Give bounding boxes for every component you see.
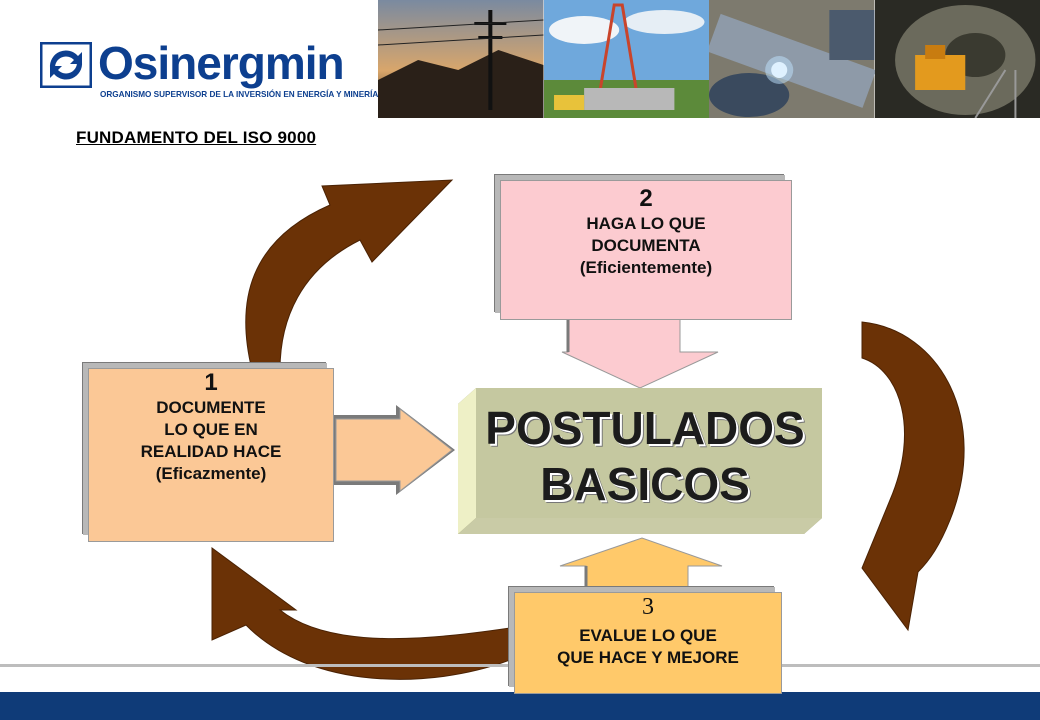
- center-title: POSTULADOS BASICOS: [475, 400, 815, 512]
- arrow-step3-to-center: [559, 537, 723, 595]
- step-3-box: 3 EVALUE LO QUE QUE HACE Y MEJORE: [514, 592, 782, 694]
- step-1-number: 1: [204, 369, 218, 396]
- osinergmin-logo-icon: [40, 42, 92, 88]
- step-2-text: HAGA LO QUE DOCUMENTA (Eficientemente): [579, 214, 713, 277]
- page-heading: FUNDAMENTO DEL ISO 9000: [76, 128, 317, 147]
- brand-name: Osinergmin: [98, 37, 345, 89]
- center-block-shape: [458, 388, 822, 534]
- step-1-box: 1 DOCUMENTE LO QUE EN REALIDAD HACE (Efi…: [88, 368, 334, 542]
- arrow-step1-to-center: [332, 405, 455, 495]
- center-title-line1: POSTULADOS: [485, 402, 805, 454]
- header-photo-strip: [378, 0, 1040, 118]
- step-3-text: EVALUE LO QUE QUE HACE Y MEJORE: [557, 626, 739, 667]
- welding-pipeline-photo: [709, 0, 875, 118]
- cycle-arrow-right: [861, 321, 965, 632]
- arrow-step2-to-center: [561, 317, 719, 389]
- brand-subtitle: ORGANISMO SUPERVISOR DE LA INVERSIÓN EN …: [100, 90, 379, 99]
- oil-rig-photo: [543, 0, 709, 118]
- step-3-number: 3: [642, 594, 654, 620]
- footer-bar: [0, 692, 1040, 720]
- step-2-box: 2 HAGA LO QUE DOCUMENTA (Eficientemente): [500, 180, 792, 320]
- cycle-arrow-bottom-left: [211, 547, 511, 680]
- step-1-text: DOCUMENTE LO QUE EN REALIDAD HACE (Efica…: [140, 398, 282, 483]
- center-title-line2: BASICOS: [540, 458, 750, 510]
- power-lines-photo: [378, 0, 544, 118]
- step-2-number: 2: [639, 185, 653, 212]
- mine-tunnel-photo: [874, 0, 1040, 118]
- osinergmin-logo: Osinergmin ORGANISMO SUPERVISOR DE LA IN…: [40, 37, 378, 108]
- cycle-arrow-top-left: [245, 179, 454, 371]
